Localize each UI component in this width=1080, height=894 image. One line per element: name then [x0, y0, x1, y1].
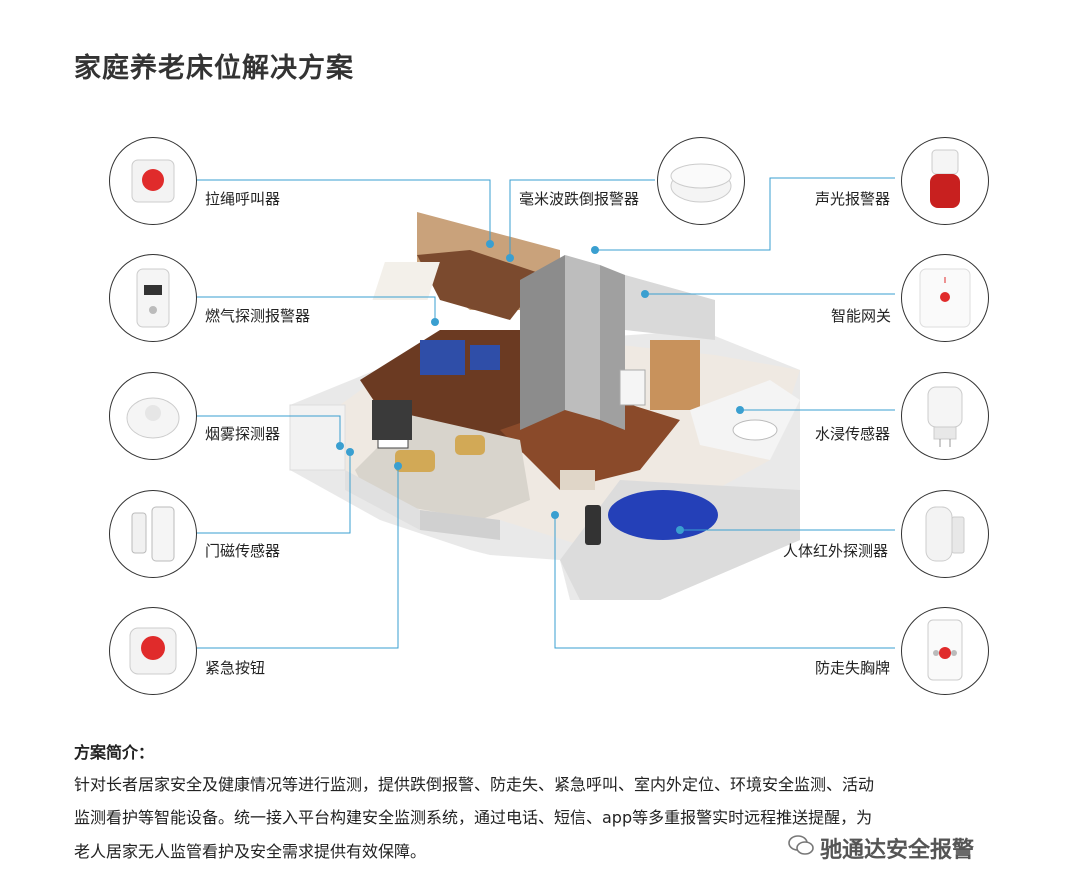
device-label: 燃气探测报警器: [205, 307, 311, 325]
intro-line: 针对长者居家安全及健康情况等进行监测，提供跌倒报警、防走失、紧急呼叫、室内外定位…: [74, 775, 875, 794]
intro-line: 老人居家无人监管看护及安全需求提供有效保障。: [74, 842, 427, 861]
smoke-detector-icon: [109, 372, 197, 460]
intro-line: 监测看护等智能设备。统一接入平台构建安全监测系统，通过电话、短信、app等多重报…: [74, 808, 873, 827]
sofa: [395, 450, 435, 472]
page-title: 家庭养老床位解决方案: [74, 53, 354, 84]
device-label: 门磁传感器: [205, 542, 281, 560]
bedroom-floor: [417, 250, 545, 320]
device-label: 紧急按钮: [205, 659, 266, 677]
bed: [372, 262, 440, 300]
device-label: 声光报警器: [815, 190, 891, 208]
water-leak-sensor-icon: [901, 372, 989, 460]
car: [608, 490, 718, 540]
mmwave-fall-alarm-icon: [657, 137, 745, 225]
bathroom-floor: [690, 380, 800, 460]
device-label: 人体红外探测器: [783, 542, 889, 560]
device-label: 智能网关: [831, 307, 892, 325]
dining-table: [560, 470, 595, 490]
intro-heading: 方案简介：: [74, 743, 155, 762]
pir-detector-icon: [901, 490, 989, 578]
device-label: 防走失胸牌: [815, 659, 891, 677]
kitchen-cabinet: [420, 340, 465, 375]
strobe-siren-icon: [901, 137, 989, 225]
smart-gateway-icon: [901, 254, 989, 342]
gas-detector-icon: [109, 254, 197, 342]
center-wall: [520, 255, 565, 430]
device-label: 水浸传感器: [815, 425, 891, 443]
device-label: 毫米波跌倒报警器: [519, 190, 640, 208]
pull-cord-call-icon: [109, 137, 197, 225]
checker-wall: [372, 400, 412, 440]
door-sensor-icon: [109, 490, 197, 578]
device-label: 拉绳呼叫器: [205, 190, 281, 208]
shelf: [650, 340, 700, 410]
anti-wandering-badge-icon: [901, 607, 989, 695]
washer: [619, 369, 646, 406]
watermark: 驰通达安全报警: [820, 838, 975, 863]
wechat-icon: [788, 835, 814, 855]
device-label: 烟雾探测器: [205, 425, 281, 443]
emergency-button-icon: [109, 607, 197, 695]
